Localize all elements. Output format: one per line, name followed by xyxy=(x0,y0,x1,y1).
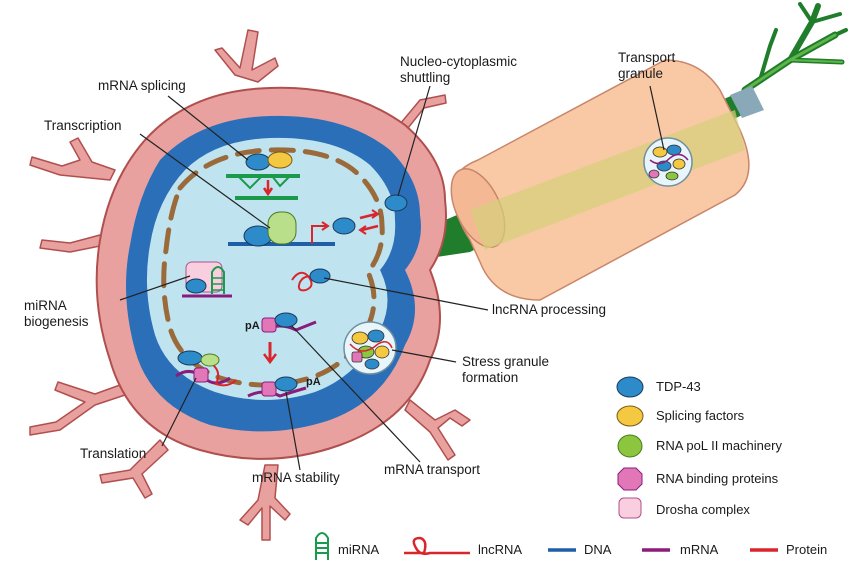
legend-rbp-swatch xyxy=(617,467,643,491)
legend-splicing-label: Splicing factors xyxy=(656,408,745,423)
mirna-biogenesis-complex xyxy=(182,261,232,298)
mirna-hairpin-icon xyxy=(315,532,329,560)
label-mrna-transport: mRNA transport xyxy=(384,462,481,477)
legend-tdp43-label: TDP-43 xyxy=(656,379,701,394)
transcription-complex xyxy=(228,211,335,247)
legend-splicing-swatch xyxy=(616,405,644,427)
legend-drosha-label: Drosha complex xyxy=(656,502,750,517)
label-nucleo-shuttling: Nucleo-cytoplasmic shuttling xyxy=(400,54,518,85)
label-transcription: Transcription xyxy=(44,118,122,133)
bottom-legend-icons xyxy=(315,532,778,560)
legend-shapes xyxy=(616,376,644,519)
label-mrna-stability: mRNA stability xyxy=(252,470,340,485)
label-mirna-biogenesis: miRNA biogenesis xyxy=(24,298,89,329)
shuttling-complex xyxy=(332,194,408,235)
lncrna-loop-icon xyxy=(404,536,470,556)
axon-node xyxy=(730,86,764,118)
dendrites xyxy=(29,29,471,541)
legend-mrna-label: mRNA xyxy=(680,542,719,557)
label-mrna-splicing: mRNA splicing xyxy=(98,78,186,93)
nucleus xyxy=(146,137,396,400)
legend-lncrna-label: lncRNA xyxy=(478,542,523,557)
label-transport-granule: Transport granule xyxy=(618,50,676,81)
axon-terminal-branches xyxy=(741,2,848,94)
label-pa-upper: pA xyxy=(245,320,260,332)
legend-dna-label: DNA xyxy=(584,542,612,557)
lncrna-complex xyxy=(291,268,331,292)
label-translation: Translation xyxy=(80,446,147,461)
transport-granule xyxy=(643,137,693,187)
legend-protein-label: Protein xyxy=(786,542,828,557)
legend-tdp43-swatch xyxy=(616,376,644,398)
legend-rbp-label: RNA binding proteins xyxy=(656,471,779,486)
label-pa-lower: pA xyxy=(306,376,321,388)
stress-granule xyxy=(343,321,397,375)
leader-lines xyxy=(119,85,665,471)
axon xyxy=(420,2,848,301)
legend-polII-swatch xyxy=(617,434,643,458)
legend-mirna-label: miRNA xyxy=(338,542,380,557)
mrna-complex-lower xyxy=(247,376,307,398)
translation-complex xyxy=(175,350,237,387)
label-lncrna-processing: lncRNA processing xyxy=(492,302,607,317)
legend-drosha-swatch xyxy=(618,497,642,519)
splicing-complex xyxy=(226,151,300,200)
axon-terminal-branches-light xyxy=(743,33,843,92)
label-stress-granule: Stress granule formation xyxy=(462,354,550,385)
legend-polII-label: RNA poL II machinery xyxy=(656,438,782,453)
